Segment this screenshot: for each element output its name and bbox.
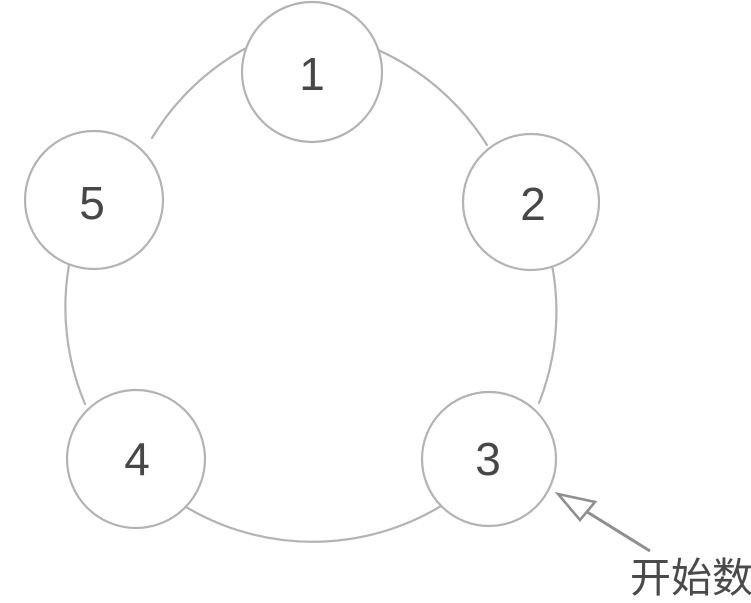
start-count-annotation-label: 开始数 bbox=[630, 554, 751, 602]
node-3-label: 3 bbox=[475, 433, 501, 485]
arrow-shaft-line bbox=[583, 508, 651, 553]
arc-4-to-5 bbox=[64, 263, 87, 406]
node-2-label: 2 bbox=[520, 178, 546, 230]
start-pointer-arrow bbox=[554, 491, 651, 553]
node-5[interactable]: 5 bbox=[23, 129, 165, 271]
node-5-circle[interactable] bbox=[23, 129, 165, 271]
node-2-circle[interactable] bbox=[461, 132, 601, 272]
node-2[interactable]: 2 bbox=[461, 132, 601, 272]
arc-1-to-2 bbox=[376, 48, 489, 147]
arc-2-to-3 bbox=[537, 263, 558, 405]
node-4-circle[interactable] bbox=[65, 388, 207, 530]
node-1[interactable]: 1 bbox=[240, 0, 384, 144]
arc-5-to-1 bbox=[150, 45, 250, 140]
connection-arcs bbox=[64, 45, 558, 543]
node-3-circle[interactable] bbox=[420, 390, 558, 528]
node-1-label: 1 bbox=[299, 48, 325, 100]
node-3[interactable]: 3 bbox=[420, 390, 558, 528]
node-4[interactable]: 4 bbox=[65, 388, 207, 530]
arrow-head-icon bbox=[554, 491, 598, 523]
node-5-label: 5 bbox=[79, 177, 105, 229]
node-4-label: 4 bbox=[124, 433, 150, 485]
node-1-circle[interactable] bbox=[240, 0, 384, 144]
arc-3-to-4 bbox=[184, 504, 443, 543]
